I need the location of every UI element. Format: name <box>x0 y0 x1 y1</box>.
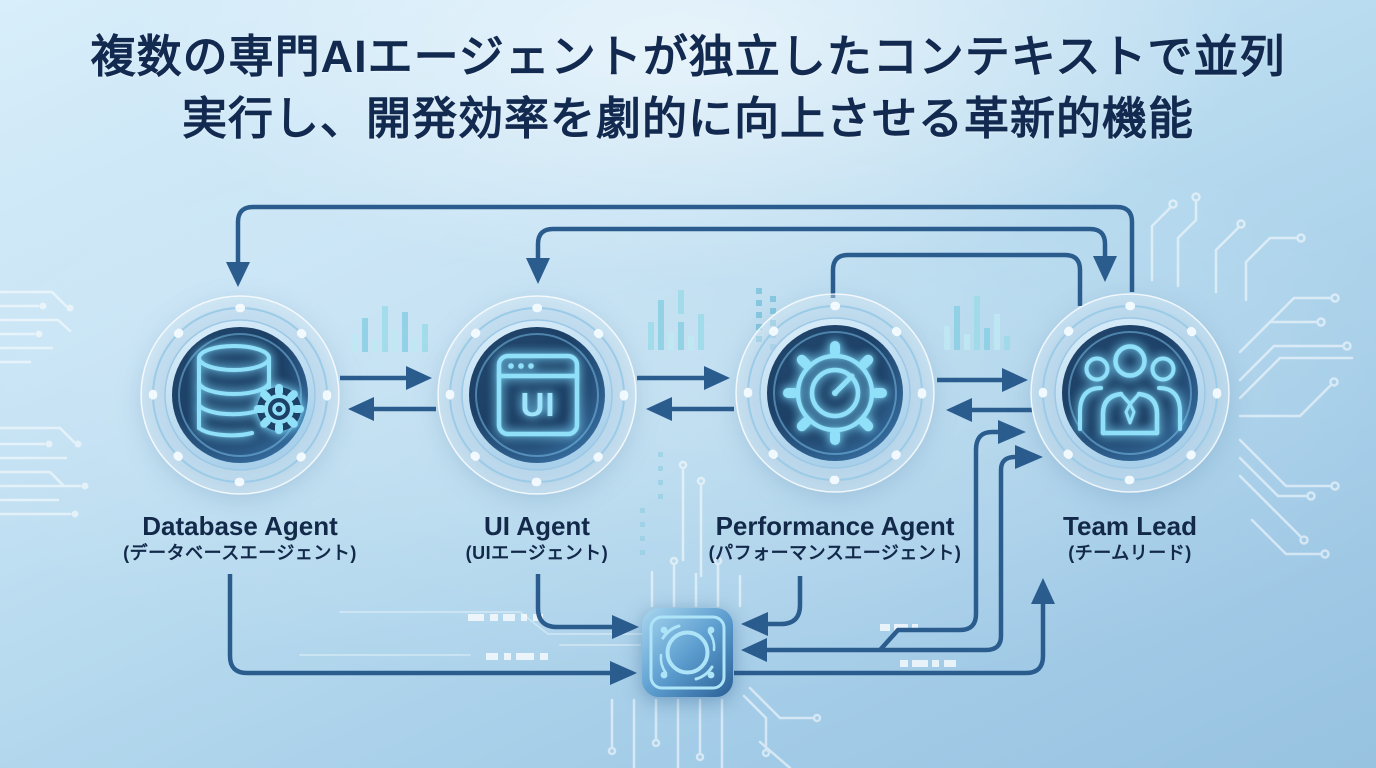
connector-database-to-hub <box>227 574 610 676</box>
agent-label-teamlead: Team Lead (チームリード) <box>970 511 1290 565</box>
processor-chip-icon <box>649 615 726 690</box>
ui-icon-label: UI <box>521 386 556 423</box>
arrowheads <box>226 256 1117 685</box>
connector-teamlead-to-database <box>235 204 1135 292</box>
connector-hub-teamlead-riser-2 <box>880 454 1016 653</box>
circuit-traces <box>0 192 1354 768</box>
team-people-icon <box>1078 344 1182 436</box>
connector-hub-teamlead-riser-1 <box>766 429 998 653</box>
agent-name-ja: (パフォーマンスエージェント) <box>708 543 962 563</box>
agent-label-database: Database Agent (データベースエージェント) <box>80 511 400 565</box>
agent-label-performance: Performance Agent (パフォーマンスエージェント) <box>675 511 995 565</box>
equalizer-bars <box>352 288 1010 555</box>
agent-circle-database <box>140 295 340 495</box>
connector-performance-to-teamlead <box>830 252 1083 306</box>
agent-circle-ui: UI <box>437 295 637 495</box>
agent-circle-performance <box>735 293 935 493</box>
page-title: 複数の専門AIエージェントが独立したコンテキストで並列 実行し、開発効率を劇的に… <box>0 26 1376 150</box>
agent-name-ja: (チームリード) <box>1068 543 1192 563</box>
connector-hub-output-up <box>734 604 1046 676</box>
hub-chip <box>642 608 733 697</box>
connector-ui-to-hub <box>535 574 612 630</box>
browser-window-icon: UI <box>496 353 580 437</box>
title-line-1: 複数の専門AIエージェントが独立したコンテキストで並列 <box>90 31 1286 82</box>
data-dashes <box>468 614 956 667</box>
agent-circle-teamlead <box>1030 293 1230 493</box>
agent-name-en: UI Agent <box>484 511 590 541</box>
agent-label-ui: UI Agent (UIエージェント) <box>377 511 697 565</box>
agent-name-ja: (データベースエージェント) <box>123 543 357 563</box>
agent-name-ja: (UIエージェント) <box>465 543 609 563</box>
agent-name-en: Team Lead <box>1063 511 1197 541</box>
agent-name-en: Database Agent <box>142 511 338 541</box>
connector-performance-to-hub <box>768 576 803 627</box>
agent-name-en: Performance Agent <box>715 511 955 541</box>
title-line-2: 実行し、開発効率を劇的に向上させる革新的機能 <box>181 93 1194 145</box>
database-gear-icon <box>197 344 304 438</box>
connector-teamlead-to-ui <box>535 226 1108 260</box>
connector-lines <box>227 204 1135 676</box>
gauge-gear-icon <box>783 341 887 445</box>
